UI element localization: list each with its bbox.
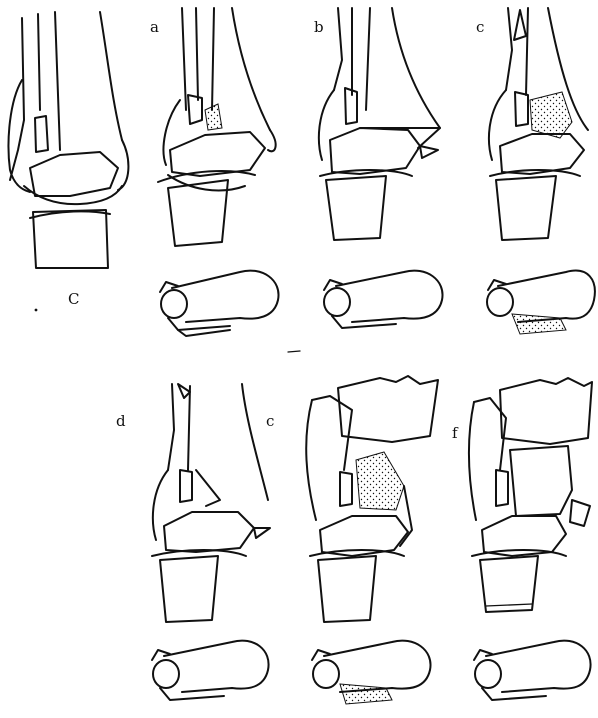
- panel-d-mortise: [152, 384, 270, 622]
- panel-f-mortise: [469, 378, 592, 612]
- label-panel-c: c: [476, 18, 484, 36]
- panel-c-mortise: [489, 8, 588, 240]
- label-panel-a: a: [150, 18, 159, 36]
- panel-e-lateral: [312, 641, 431, 704]
- panel-normal-ankle: [9, 12, 129, 268]
- stray-dash: [288, 351, 300, 352]
- panel-a-lateral: [160, 271, 279, 336]
- label-panel-b: b: [314, 18, 324, 36]
- stray-dot: [35, 309, 38, 312]
- panel-e-mortise: [306, 376, 438, 622]
- panel-f-lateral: [474, 641, 591, 700]
- label-panel-e: c: [266, 412, 274, 430]
- label-panel-normal: C: [68, 290, 79, 308]
- panel-b-mortise: [319, 8, 440, 240]
- panel-a-mortise: [158, 8, 276, 246]
- label-panel-f: f: [452, 424, 459, 442]
- label-panel-d: d: [116, 412, 126, 430]
- panel-d-lateral: [152, 641, 269, 700]
- panel-b-lateral: [324, 271, 443, 328]
- panel-c-lateral: [487, 271, 595, 334]
